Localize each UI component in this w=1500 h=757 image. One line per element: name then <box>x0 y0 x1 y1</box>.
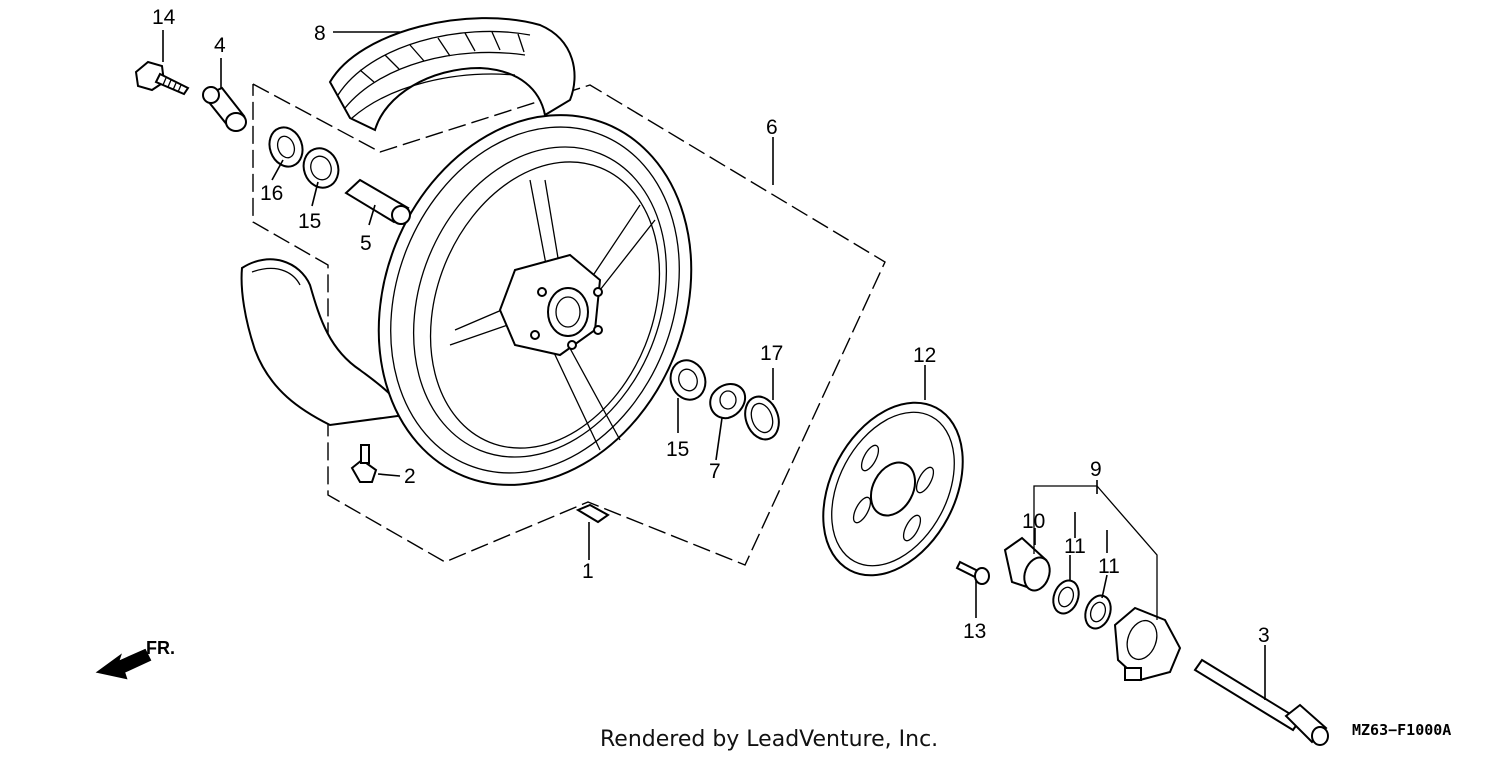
speedometer-gear-box <box>1113 606 1182 682</box>
front-direction-label: FR. <box>146 638 175 658</box>
render-credit: Rendered by LeadVenture, Inc. <box>600 727 938 752</box>
callout-8: 8 <box>314 22 326 45</box>
callout-9: 9 <box>1090 458 1102 481</box>
callout-16: 16 <box>260 182 283 205</box>
callout-4: 4 <box>214 34 226 57</box>
distance-collar <box>344 178 411 225</box>
callout-10: 10 <box>1022 510 1045 533</box>
callout-12: 12 <box>913 344 936 367</box>
front-axle <box>1193 658 1329 746</box>
callout-1: 1 <box>582 560 594 583</box>
callout-15-left: 15 <box>298 210 321 233</box>
speedometer-gear <box>1003 536 1051 592</box>
wheel-assembly-boundary <box>252 83 886 566</box>
balance-weight <box>575 503 610 524</box>
callout-11-a: 11 <box>1064 535 1086 558</box>
callout-15-right: 15 <box>666 438 689 461</box>
callout-6: 6 <box>766 116 778 139</box>
disk-bolt <box>955 560 990 585</box>
callout-7: 7 <box>709 460 721 483</box>
callout-17: 17 <box>760 342 783 365</box>
callout-14: 14 <box>152 6 176 29</box>
dust-seal <box>268 126 304 168</box>
leader-lines <box>162 30 1266 700</box>
callout-2: 2 <box>404 465 416 488</box>
callout-11-b: 11 <box>1098 555 1120 578</box>
washer-b <box>1084 594 1112 630</box>
bearing-retainer <box>709 383 746 420</box>
callout-5: 5 <box>360 232 372 255</box>
radial-bearing-right <box>669 359 707 401</box>
callout-labels: 14 4 8 16 15 5 6 17 15 7 2 1 12 9 10 11 … <box>152 6 1270 647</box>
callout-3: 3 <box>1258 624 1270 647</box>
flange-bolt <box>134 60 190 96</box>
brake-disk <box>822 401 964 577</box>
front-direction-indicator: FR. <box>95 638 175 680</box>
side-collar <box>202 86 247 132</box>
callout-13: 13 <box>963 620 986 643</box>
dust-seal-right <box>744 395 780 441</box>
tire-valve <box>350 444 378 483</box>
diagram-code: MZ63−F1000A <box>1352 721 1451 739</box>
washer-a <box>1052 579 1080 615</box>
radial-bearing-left <box>302 147 340 189</box>
wheel-rim <box>377 114 693 486</box>
